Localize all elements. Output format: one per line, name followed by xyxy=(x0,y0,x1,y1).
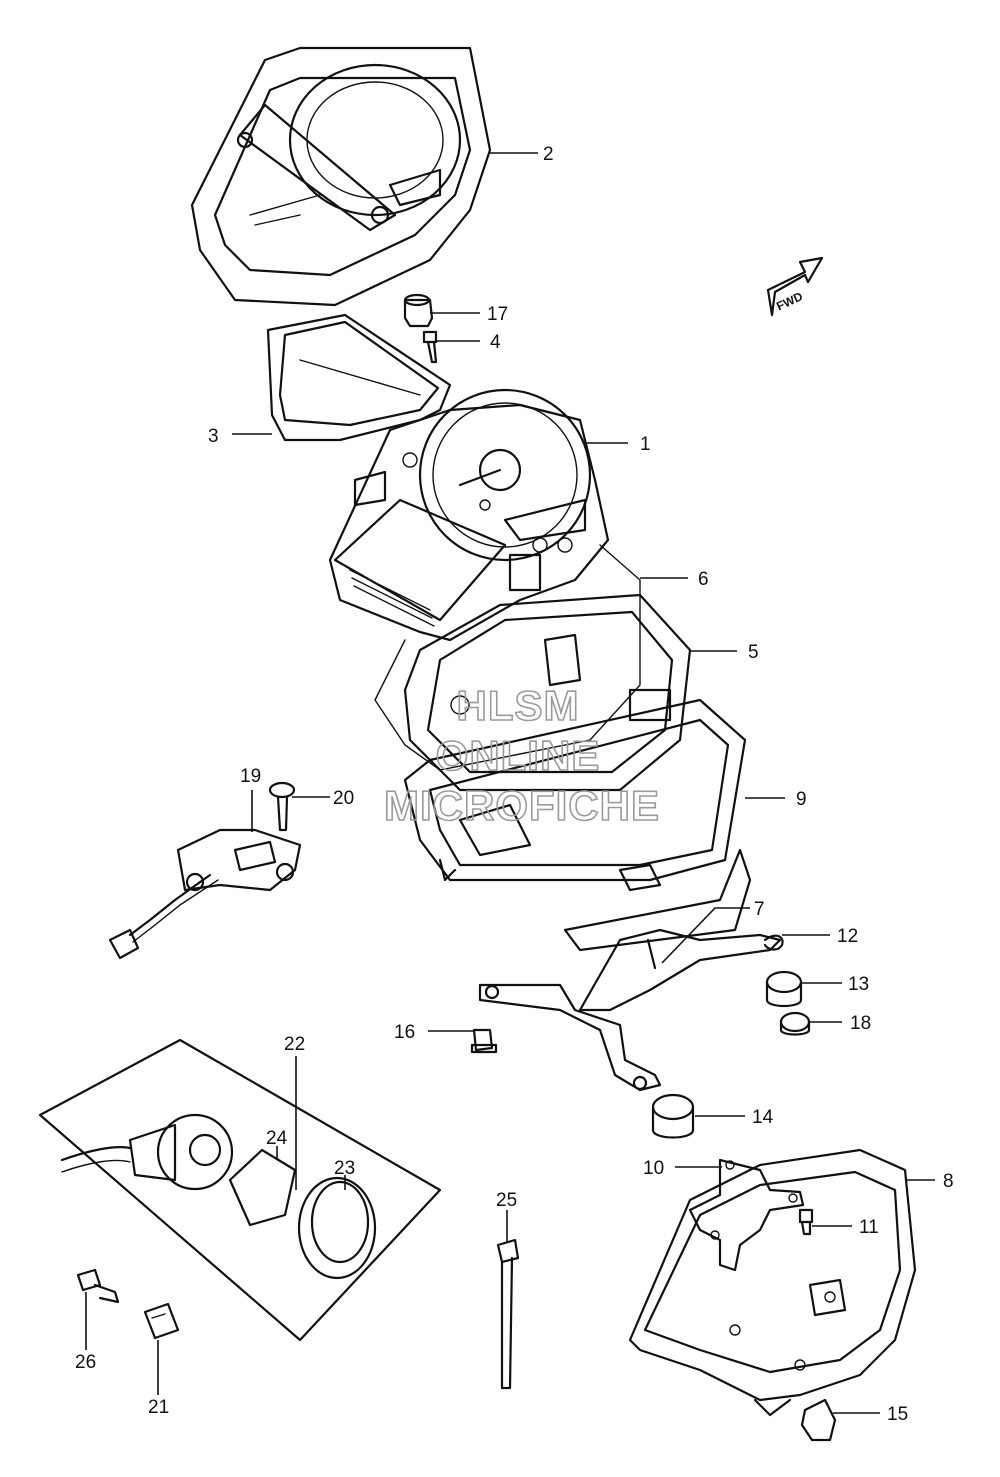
part-bolt-20 xyxy=(268,781,296,832)
callout-25: 25 xyxy=(496,1190,517,1211)
fwd-arrow-icon: FWD xyxy=(766,256,824,317)
callout-8: 8 xyxy=(943,1171,954,1192)
callout-24: 24 xyxy=(266,1128,288,1149)
watermark-line1: HLSM xyxy=(457,682,580,729)
callout-6: 6 xyxy=(698,569,709,590)
callout-11: 11 xyxy=(859,1217,879,1238)
callout-10: 10 xyxy=(643,1158,664,1179)
part-ring-23 xyxy=(297,1176,377,1280)
part-lens-3 xyxy=(266,313,452,442)
part-bracket xyxy=(478,848,784,1092)
part-cushion-14 xyxy=(651,1093,695,1139)
part-socket-group-22 xyxy=(38,1038,442,1342)
part-bolt-26 xyxy=(76,1268,120,1304)
callout-16: 16 xyxy=(394,1022,415,1043)
part-speedometer-1 xyxy=(328,388,610,642)
callout-4: 4 xyxy=(490,332,501,353)
callout-7: 7 xyxy=(754,899,765,920)
part-clip-15 xyxy=(800,1398,837,1442)
part-stay-10 xyxy=(688,1158,805,1272)
part-speed-sensor-19 xyxy=(108,828,302,960)
fwd-label: FWD xyxy=(774,289,805,313)
callout-17: 17 xyxy=(487,304,508,325)
callout-13: 13 xyxy=(848,974,869,995)
part-socket-wire xyxy=(60,1113,234,1191)
part-lower-case-9 xyxy=(403,698,747,892)
callout-18: 18 xyxy=(850,1013,871,1034)
callout-labels: 2 17 4 3 1 6 5 19 20 9 7 12 13 16 18 22 … xyxy=(75,144,954,1425)
part-meter-cover xyxy=(190,46,492,307)
watermark: HLSM ONLINE MICROFICHE xyxy=(383,681,660,830)
callout-20: 20 xyxy=(333,788,354,809)
callout-19: 19 xyxy=(240,766,261,787)
part-holder-24 xyxy=(228,1148,297,1227)
part-screw-11 xyxy=(798,1208,814,1236)
part-rubber-13 xyxy=(765,970,803,1008)
callout-3: 3 xyxy=(208,426,219,447)
callout-12: 12 xyxy=(837,926,858,947)
part-bolt-16 xyxy=(470,1028,498,1054)
watermark-line3: MICROFICHE xyxy=(384,782,660,829)
callout-21: 21 xyxy=(148,1397,169,1418)
part-cable-tie-25 xyxy=(496,1238,520,1390)
callout-15: 15 xyxy=(887,1404,908,1425)
part-rear-cover-8 xyxy=(628,1148,917,1417)
callout-1: 1 xyxy=(640,434,651,455)
callout-23: 23 xyxy=(334,1158,355,1179)
part-grommet-17 xyxy=(403,293,434,328)
callout-5: 5 xyxy=(748,642,759,663)
part-seal-6 xyxy=(374,544,641,771)
part-collar-18 xyxy=(779,1011,811,1036)
callout-9: 9 xyxy=(796,789,807,810)
part-screw-4 xyxy=(422,330,438,364)
watermark-line2: ONLINE xyxy=(436,732,601,779)
part-clamp-21 xyxy=(143,1302,180,1340)
leader-lines xyxy=(85,152,935,1414)
callout-26: 26 xyxy=(75,1352,96,1373)
callout-2: 2 xyxy=(543,144,554,165)
callout-22: 22 xyxy=(284,1034,305,1055)
callout-14: 14 xyxy=(752,1107,774,1128)
